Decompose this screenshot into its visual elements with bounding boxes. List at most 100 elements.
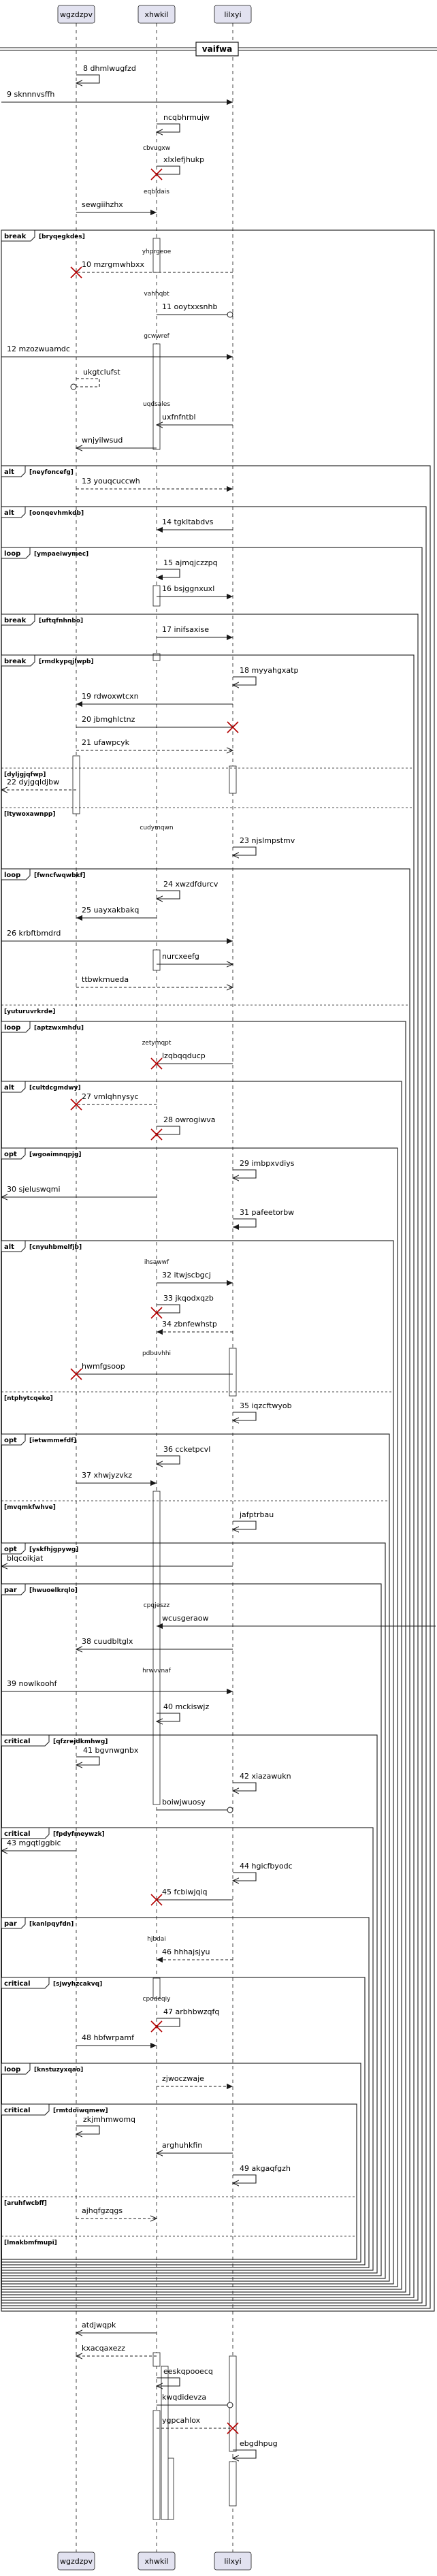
participant-xhwkil-bottom[interactable]: xhwkil [137, 2551, 176, 2571]
message-label: 11 ooytxxsnhb [162, 302, 217, 311]
message-unnumbered[interactable]: zjwoczwaje [157, 2074, 233, 2090]
message-43[interactable]: 43 mgqtlggbic [1, 1839, 76, 1851]
title-divider: vaifwa [0, 42, 437, 57]
message-unnumbered[interactable]: xlxlefjhukp [150, 155, 204, 180]
frame-par: par[hwuoelkrqlo] [1, 1583, 382, 2276]
message-unnumbered[interactable]: kwqdidevza [157, 2393, 233, 2408]
message-label: kxacqaxezz [82, 2344, 125, 2353]
message-48[interactable]: 48 hbfwrpamf [76, 2033, 157, 2049]
message-unnumbered[interactable]: ebgdhpug [233, 2439, 278, 2458]
message-label: lzqbqqducp [162, 1051, 206, 1060]
message-24[interactable]: 24 xwzdfdurcv [157, 880, 218, 899]
message-35[interactable]: 35 iqzcftwyob [233, 1401, 292, 1420]
message-33[interactable]: 33 jkqodxqzb [150, 1294, 214, 1319]
message-unnumbered[interactable]: ukgtclufst [70, 368, 120, 390]
message-unnumbered[interactable]: ncqbhrmujw [157, 113, 210, 132]
participant-label: xhwkil [145, 10, 169, 19]
frame-keyword: critical [4, 1830, 31, 1838]
message-unnumbered[interactable]: lzqbqqducp [150, 1051, 233, 1070]
message-unnumbered[interactable]: kxacqaxezz [76, 2344, 157, 2356]
message-21[interactable]: 21 ufawpcyk [76, 738, 233, 750]
message-12[interactable]: 12 mzozwuamdc [1, 345, 233, 360]
message-unnumbered[interactable]: hwmfgsoop [70, 1362, 233, 1380]
message-unnumbered[interactable]: wnjyilwsud [76, 436, 157, 448]
message-label: 24 xwzdfdurcv [163, 880, 218, 889]
section-note: gcwwref [144, 333, 169, 340]
message-34[interactable]: 34 zbnfewhstp [157, 1320, 233, 1335]
activation-bar [72, 755, 80, 814]
message-32[interactable]: 32 itwjscbgcj [157, 1271, 233, 1286]
frame-keyword: break [4, 658, 27, 665]
message-47[interactable]: 47 arbhbwzqfq [150, 2007, 219, 2033]
message-23[interactable]: 23 njslmpstmv [233, 836, 295, 855]
activation-bar [229, 2461, 237, 2507]
message-27[interactable]: 27 vmlqhnysyc [70, 1092, 157, 1111]
message-37[interactable]: 37 xhwjyzvkz [76, 1471, 157, 1486]
frame-condition: [ympaeiwymec] [34, 551, 88, 558]
message-22[interactable]: 22 dyjgqldjbw [1, 778, 76, 790]
message-14[interactable]: 14 tgkltabdvs [157, 518, 233, 533]
message-unnumbered[interactable]: jafptrbau [233, 1510, 274, 1529]
message-13[interactable]: 13 youqcuccwh [76, 477, 233, 492]
activation-bar [229, 765, 237, 794]
participant-lilxyi-bottom[interactable]: lilxyi [214, 2551, 252, 2571]
message-10[interactable]: 10 mzrgmwhbxx [70, 260, 233, 279]
message-26[interactable]: 26 krbftbmdrd [1, 929, 233, 944]
participant-wgzdzpv-bottom[interactable]: wgzdzpv [57, 2551, 95, 2571]
section-note: pdbuvhhi [142, 1350, 171, 1357]
message-unnumbered[interactable]: ajhqfgzqgs [76, 2206, 157, 2219]
message-42[interactable]: 42 xiazawukn [233, 1772, 291, 1791]
message-15[interactable]: 15 ajmqjczzpq [157, 558, 218, 581]
message-unnumbered[interactable]: atdjwqpk [76, 2321, 157, 2333]
message-17[interactable]: 17 inifsaxise [157, 625, 233, 641]
message-label: 39 nowlkoohf [7, 1679, 58, 1688]
message-unnumbered[interactable]: ygpcahlox [157, 2416, 239, 2434]
message-30[interactable]: 30 sjeluswqmi [1, 1185, 157, 1197]
message-45[interactable]: 45 fcbiwjqiq [150, 1888, 233, 1906]
message-41[interactable]: 41 bgvnwgnbx [76, 1746, 139, 1765]
message-29[interactable]: 29 imbpxvdiys [233, 1159, 295, 1178]
message-label: 46 hhhajsjyu [162, 1947, 210, 1956]
message-unnumbered[interactable]: cbvugxw [143, 145, 170, 152]
message-unnumbered[interactable]: zkjmhmwomq [76, 2115, 135, 2134]
message-unnumbered[interactable]: eeskqpooecq [157, 2367, 213, 2386]
message-label: 43 mgqtlggbic [7, 1839, 61, 1847]
message-40[interactable]: 40 mckiswjz [157, 1702, 209, 1721]
participant-xhwkil-top[interactable]: xhwkil [137, 5, 176, 24]
message-18[interactable]: 18 myyahgxatp [233, 666, 298, 685]
message-25[interactable]: 25 uayxakbakq [76, 906, 157, 921]
section-note: hjbdai [147, 1936, 166, 1943]
message-unnumbered[interactable]: ttbwkmueda [76, 975, 233, 987]
message-39[interactable]: 39 nowlkoohf [1, 1679, 233, 1695]
message-20[interactable]: 20 jbmghlctnz [76, 715, 239, 733]
message-unnumbered[interactable]: boiwjwuosy [157, 1798, 233, 1813]
message-unnumbered[interactable]: sewgiihzhx [76, 200, 157, 216]
message-9[interactable]: 9 sknnnvsffh [1, 90, 233, 106]
activation-bar [152, 585, 161, 607]
message-28[interactable]: 28 owrogiwva [150, 1115, 216, 1141]
message-label: 45 fcbiwjqiq [162, 1888, 208, 1896]
message-unnumbered[interactable]: arghuhkfin [157, 2141, 233, 2153]
frame-else: [dyljgjqfwp] [1, 767, 414, 778]
message-label: 14 tgkltabdvs [162, 518, 214, 526]
message-label: 28 owrogiwva [163, 1115, 216, 1124]
participant-lilxyi-top[interactable]: lilxyi [214, 5, 252, 24]
message-36[interactable]: 36 ccketpcvl [157, 1445, 210, 1464]
message-unnumbered[interactable]: blqcoikjat [1, 1554, 233, 1566]
message-11[interactable]: 11 ooytxxsnhb [157, 302, 233, 318]
message-unnumbered[interactable]: uxfnfntbl [157, 413, 233, 425]
participant-wgzdzpv-top[interactable]: wgzdzpv [57, 5, 95, 24]
message-8[interactable]: 8 dhmlwugfzd [76, 64, 136, 83]
message-49[interactable]: 49 akgaqfgzh [233, 2164, 291, 2183]
frame-keyword: break [4, 617, 27, 624]
message-19[interactable]: 19 rdwoxwtcxn [76, 692, 233, 707]
frame-condition: [fpdyfmeywzk] [53, 1831, 105, 1838]
message-31[interactable]: 31 pafeetorbw [233, 1208, 294, 1230]
frame-condition: [cnyuhbmelfjb] [29, 1244, 82, 1251]
message-16[interactable]: 16 bsjggnxuxl [157, 584, 233, 600]
message-38[interactable]: 38 cuudbltglx [76, 1637, 233, 1649]
message-unnumbered[interactable]: nurcxeefg [157, 952, 233, 964]
message-46[interactable]: 46 hhhajsjyu [157, 1947, 233, 1963]
message-unnumbered[interactable]: wcusgeraow [157, 1614, 436, 1629]
message-44[interactable]: 44 hgicfbyodc [233, 1862, 293, 1881]
